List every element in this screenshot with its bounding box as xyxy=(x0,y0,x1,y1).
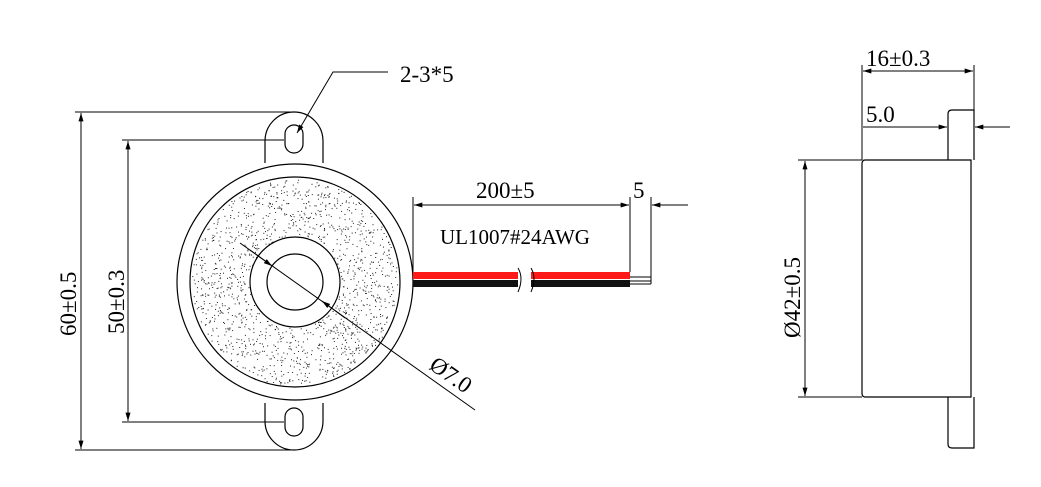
side-bottom-tab xyxy=(947,397,975,449)
dim-60-extensions xyxy=(75,111,294,451)
side-view: 16±0.3 5.0 Ø42±0.5 xyxy=(780,46,1010,449)
dim-42-extensions xyxy=(798,159,862,398)
dim-5-0-label: 5.0 xyxy=(866,102,895,127)
dim-200-label: 200±5 xyxy=(476,178,535,203)
hole-callout-label: 2-3*5 xyxy=(400,62,454,87)
dim-42-label: Ø42±0.5 xyxy=(780,257,805,338)
dim-7-label: Ø7.0 xyxy=(425,352,477,399)
red-wire xyxy=(413,272,518,279)
top-mounting-ear xyxy=(264,111,324,163)
side-top-tab xyxy=(947,109,975,160)
hole-leader xyxy=(296,71,388,134)
front-view: 2-3*5 60±0.5 50±0.3 200±5 5 UL1007#24AWG… xyxy=(56,62,688,451)
sound-hole xyxy=(266,253,324,311)
dim-5-label: 5 xyxy=(633,178,645,203)
stripped-ends xyxy=(630,276,652,285)
stipple-texture xyxy=(192,179,399,385)
dim-7-arrow xyxy=(321,300,346,319)
side-body xyxy=(861,159,972,398)
dim-7-arrow xyxy=(249,249,273,267)
red-wire xyxy=(531,272,630,279)
dim-7-line xyxy=(239,242,476,411)
break-symbol xyxy=(517,267,535,293)
dim-200-extensions xyxy=(412,197,652,277)
dim-60-label: 60±0.5 xyxy=(56,272,81,336)
dim-50-extensions xyxy=(122,139,284,423)
lead-wires xyxy=(413,267,652,293)
stippled-face xyxy=(189,176,401,388)
dim-16-extensions xyxy=(861,65,975,160)
dim-50-label: 50±0.3 xyxy=(104,270,129,334)
black-wire xyxy=(413,280,518,287)
dim-16-label: 16±0.3 xyxy=(866,46,930,71)
black-wire xyxy=(531,280,630,287)
top-mounting-slot xyxy=(284,124,304,154)
sound-ring xyxy=(249,236,341,328)
bottom-mounting-slot xyxy=(284,407,304,437)
wire-spec-label: UL1007#24AWG xyxy=(440,225,590,249)
bottom-mounting-ear xyxy=(264,403,324,451)
